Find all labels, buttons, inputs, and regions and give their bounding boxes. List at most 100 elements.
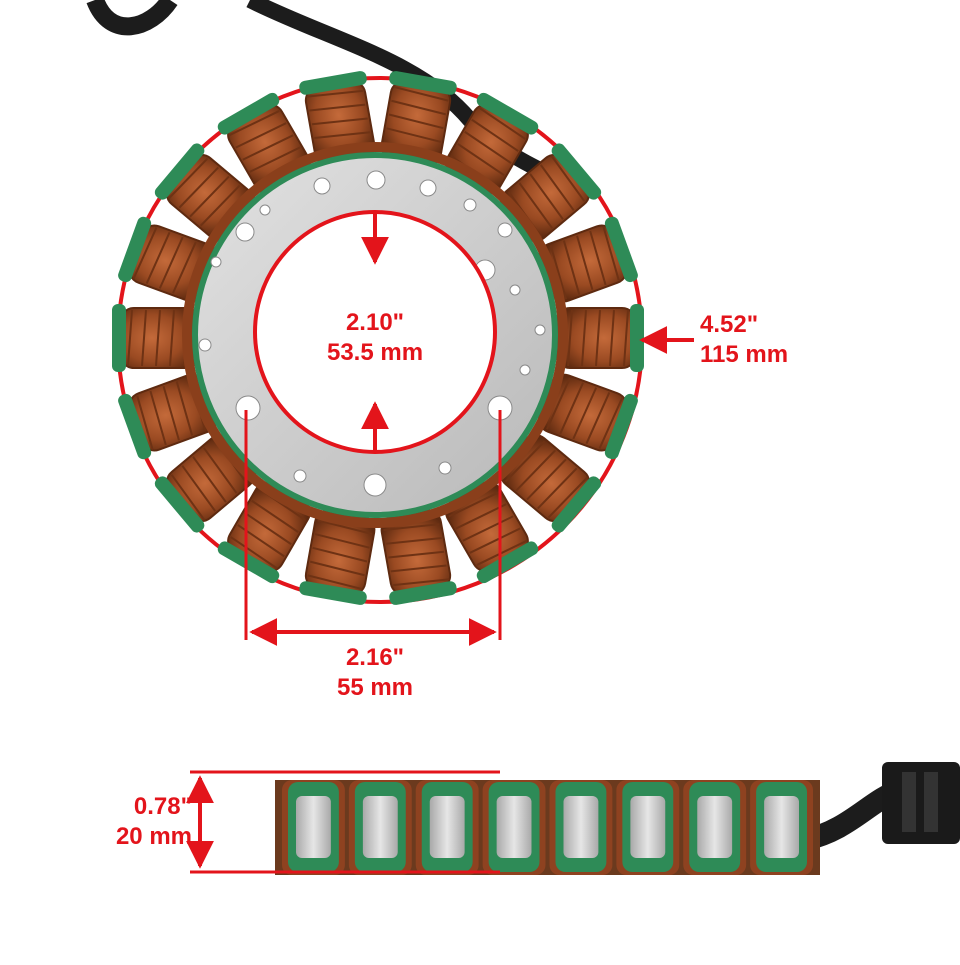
pole-cap [551,476,602,533]
coil-winding [309,560,365,577]
coil-winding [559,382,584,435]
outer-diameter-label: 4.52" 115 mm [700,310,820,370]
pole-cap [476,92,539,135]
coil-winding [155,309,161,367]
plate-hole [463,198,477,212]
plate-hole [509,284,521,296]
coil-winding [526,458,567,501]
plate-hole [235,222,255,242]
coil-winding [162,385,180,441]
coil-winding [589,230,607,286]
coil-winding [518,182,554,229]
coil-winding [469,527,521,554]
side-steel-face [496,796,532,858]
coil-winding [235,122,287,149]
inner-diameter-label: 2.10" 53.5 mm [300,308,450,368]
coil-winding [141,309,147,367]
plate-hole [519,364,531,376]
stator-pole [537,373,638,460]
coil-winding [391,99,447,116]
coil-winding [386,127,442,143]
coil-winding [595,309,601,367]
coil-winding [549,245,568,300]
coil-winding [504,440,546,483]
pole-cap [389,581,457,605]
coil-winding [462,515,514,542]
side-steel-face [697,796,733,858]
coil-winding [178,166,219,209]
coil-winding [476,539,528,566]
pole-cap [630,304,644,372]
plate-hole [363,473,387,497]
plate-hole [259,204,271,216]
side-pole [348,780,412,875]
coil-winding [181,465,217,512]
pole-cap [118,393,152,460]
coil-winding [149,390,167,446]
coil-winding [537,467,578,510]
thickness-mm: 20 mm [115,823,192,850]
coil-winding [388,113,444,130]
pole-cap [299,71,367,95]
coil-winding [572,387,598,440]
plate-hole [366,170,386,190]
cable-top-left [86,0,178,36]
coil-winding [251,499,299,533]
coil-winding [550,155,586,202]
winding-ring [182,142,568,528]
plate-hole [210,256,222,268]
pole-cap [217,92,280,135]
coil-winding [312,546,368,563]
side-steel-face [362,796,398,858]
coil-winding [167,157,209,200]
coil-winding [306,89,363,98]
pole-cap [154,476,205,533]
side-pole [750,780,813,875]
side-steel-face [630,796,666,858]
pole-cap [154,143,205,200]
stator-side-view [275,762,960,875]
pole-cap [118,216,152,283]
coil-winding [562,240,581,295]
side-pole [482,780,546,875]
side-pole [282,780,345,875]
inner-diameter-mm: 53.5 mm [326,339,424,366]
thickness-inches: 0.78" [133,793,192,820]
coil-winding [127,309,133,367]
coil-winding [189,175,230,218]
coil-winding [230,536,278,570]
coil-winding [136,395,154,451]
stator-pole [380,509,457,605]
coil-winding [609,309,615,367]
plate-hole [497,222,513,238]
side-pole [415,780,479,875]
coil-winding [547,476,589,519]
coil-winding [242,134,294,161]
coil-winding [576,235,594,291]
plate-hole [419,179,437,197]
side-steel-face [429,796,465,858]
side-pole [549,780,613,875]
plate-hole [198,338,212,352]
pole-cap [299,581,367,605]
coil-winding [393,578,450,587]
coil-winding [546,377,571,430]
pole-cap [217,541,280,584]
coil-winding [309,103,366,112]
coil-winding [602,225,620,281]
connector-pin-1 [902,772,916,832]
coil-winding [192,456,227,503]
coil-winding [228,110,280,137]
plate-hole [534,324,546,336]
plate-hole [438,461,452,475]
coil-winding [388,550,445,559]
side-pole [683,780,747,875]
side-poles [282,780,813,875]
coil-winding [169,309,175,367]
pole-cap [112,304,126,372]
pole-cap [551,143,602,200]
coil-winding [539,164,575,211]
pole-cap [604,393,638,460]
